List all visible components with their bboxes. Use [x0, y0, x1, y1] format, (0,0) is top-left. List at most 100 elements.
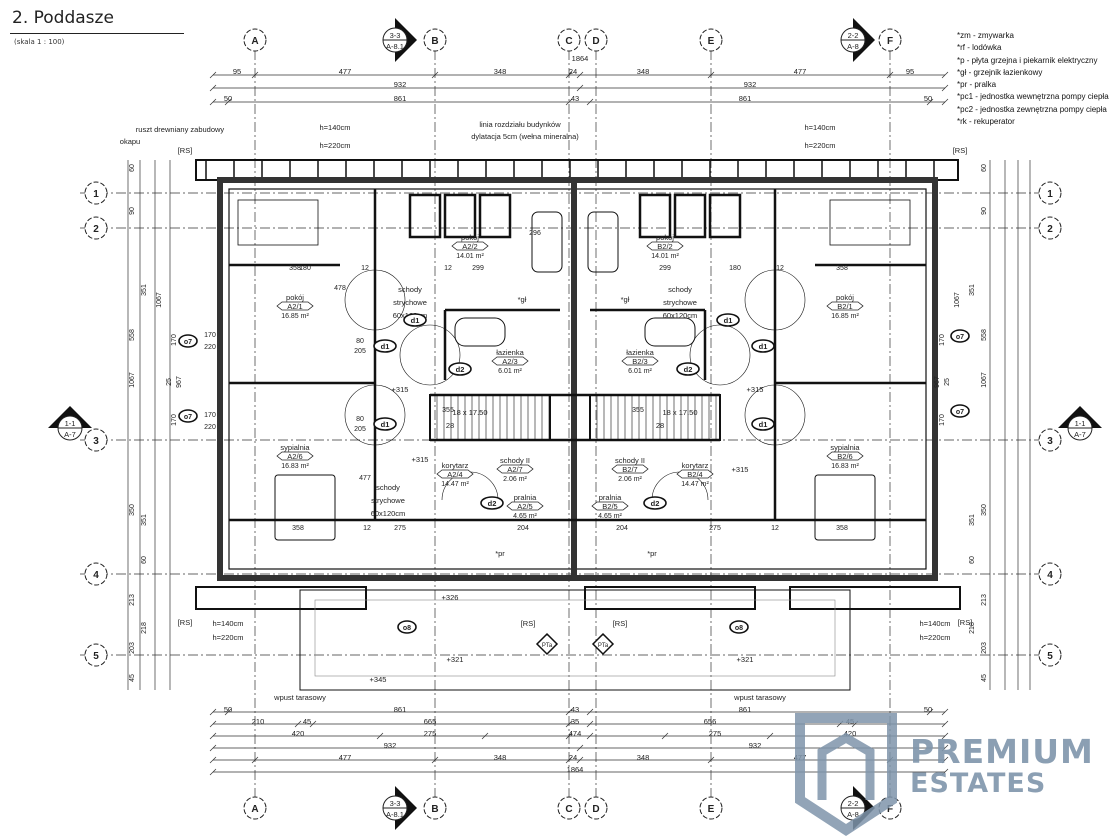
legend-item: *rk - rekuperator — [957, 117, 1015, 127]
room-code: B2/6 — [837, 452, 852, 461]
legend-item: *pc2 - jednostka zewnętrzna pompy ciepła — [957, 104, 1107, 114]
axis-marker — [557, 796, 581, 820]
axis-label-row-5: 5 — [93, 651, 99, 662]
door-tag — [643, 496, 667, 510]
room-code: B2/4 — [687, 470, 702, 479]
room-area: 14.47 m² — [441, 481, 469, 488]
axis-label-row-5: 5 — [1047, 651, 1053, 662]
watermark-logo — [795, 713, 897, 836]
bathtub-icon — [644, 317, 696, 347]
terrace-tag — [591, 632, 615, 656]
section-marker: 2-2A-8 — [840, 18, 875, 62]
line — [941, 744, 949, 752]
axis-marker — [84, 216, 108, 240]
eave-frame-bottom — [584, 586, 756, 610]
axis-marker — [243, 28, 267, 52]
annotation: h=220cm — [319, 141, 350, 150]
dimension-label: 1864 — [567, 765, 584, 774]
dimension-label: 170 — [939, 334, 946, 346]
dimension-label: 43 — [571, 705, 579, 714]
window-tag — [729, 620, 749, 634]
legend-item: *gł - grzejnik łazienkowy — [957, 67, 1043, 77]
section-marker: 1-1A-7 — [1058, 406, 1102, 441]
line — [209, 98, 217, 106]
window-tag — [950, 329, 970, 343]
annotation: [RS] — [521, 619, 536, 628]
line — [209, 756, 217, 764]
dimension-label: 95 — [233, 67, 241, 76]
cabinet — [443, 193, 477, 239]
dimension-label: 50 — [924, 94, 932, 103]
terrace-inner — [314, 599, 836, 677]
axis-label-A: A — [251, 804, 258, 815]
dimension-label: 299 — [472, 265, 484, 272]
stairs-icon — [429, 394, 551, 441]
annotation: strychowe — [663, 298, 697, 307]
door-tag-label: d1 — [759, 342, 768, 351]
dimension-label: 1067 — [129, 372, 136, 388]
door-swing — [744, 269, 806, 331]
dimension-label: 12 — [776, 265, 784, 272]
room-code-tag — [496, 464, 534, 474]
dimension-label: 1067 — [981, 372, 988, 388]
section-bottom: A-7 — [64, 430, 76, 439]
door-swing — [344, 269, 406, 331]
dimension-label: 358 — [836, 265, 848, 272]
dimension-label: 358 — [292, 525, 304, 532]
room-name: sypialnia — [280, 443, 310, 452]
desk-icon — [829, 199, 911, 246]
line — [586, 98, 594, 106]
dimension-label: 50 — [224, 94, 232, 103]
window-tag-label: o8 — [735, 625, 743, 632]
axis-label-A: A — [251, 36, 258, 47]
annotation: schody — [668, 285, 692, 294]
annotation: strychowe — [393, 298, 427, 307]
room-area: 4.65 m² — [598, 513, 622, 520]
dimension-label: 95 — [906, 67, 914, 76]
dimension-label: 861 — [739, 94, 752, 103]
room-code: A2/3 — [502, 357, 517, 366]
dimension-label: 205 — [354, 348, 366, 355]
dimension-label: 358 — [289, 265, 301, 272]
section-bottom: A-8.1 — [386, 810, 404, 819]
dimension-label: 478 — [334, 285, 346, 292]
dimension-label: 477 — [339, 67, 352, 76]
dimension-label: 477 — [794, 67, 807, 76]
axis-label-row-2: 2 — [93, 224, 99, 235]
dimension-label: 665 — [424, 717, 437, 726]
dimension-label: 203 — [981, 642, 988, 654]
annotation: h=140cm — [919, 619, 950, 628]
dimension-label: 348 — [637, 753, 650, 762]
annotation: +321 — [447, 655, 464, 664]
room-code-tag — [676, 469, 714, 479]
line — [224, 708, 232, 716]
room-code: A2/4 — [447, 470, 462, 479]
window-tag — [950, 404, 970, 418]
dimension-label: 348 — [494, 753, 507, 762]
equipment-legend: *zm - zmywarka*rf - lodówka*p - płyta gr… — [957, 30, 1109, 128]
annotation: 60x120cm — [371, 509, 406, 518]
dimension-label: 204 — [616, 525, 628, 532]
axis-marker — [1038, 562, 1062, 586]
axis-marker — [243, 796, 267, 820]
dimension-label: 45 — [981, 674, 988, 682]
cabinet — [638, 193, 672, 239]
line — [941, 84, 949, 92]
door-tag-label: d1 — [381, 420, 390, 429]
cabinet — [708, 193, 742, 239]
annotation: [RS] — [953, 146, 968, 155]
dimension-label: 932 — [744, 80, 757, 89]
dimension-label: 180 — [299, 265, 311, 272]
dimension-label: 932 — [749, 741, 762, 750]
page-title: 2. Poddasze — [12, 8, 114, 28]
axis-label-B: B — [431, 804, 438, 815]
shield-logo-icon — [795, 713, 897, 836]
room-name: schody II — [615, 456, 645, 465]
door-tag-label: d2 — [684, 365, 693, 374]
line — [941, 720, 949, 728]
